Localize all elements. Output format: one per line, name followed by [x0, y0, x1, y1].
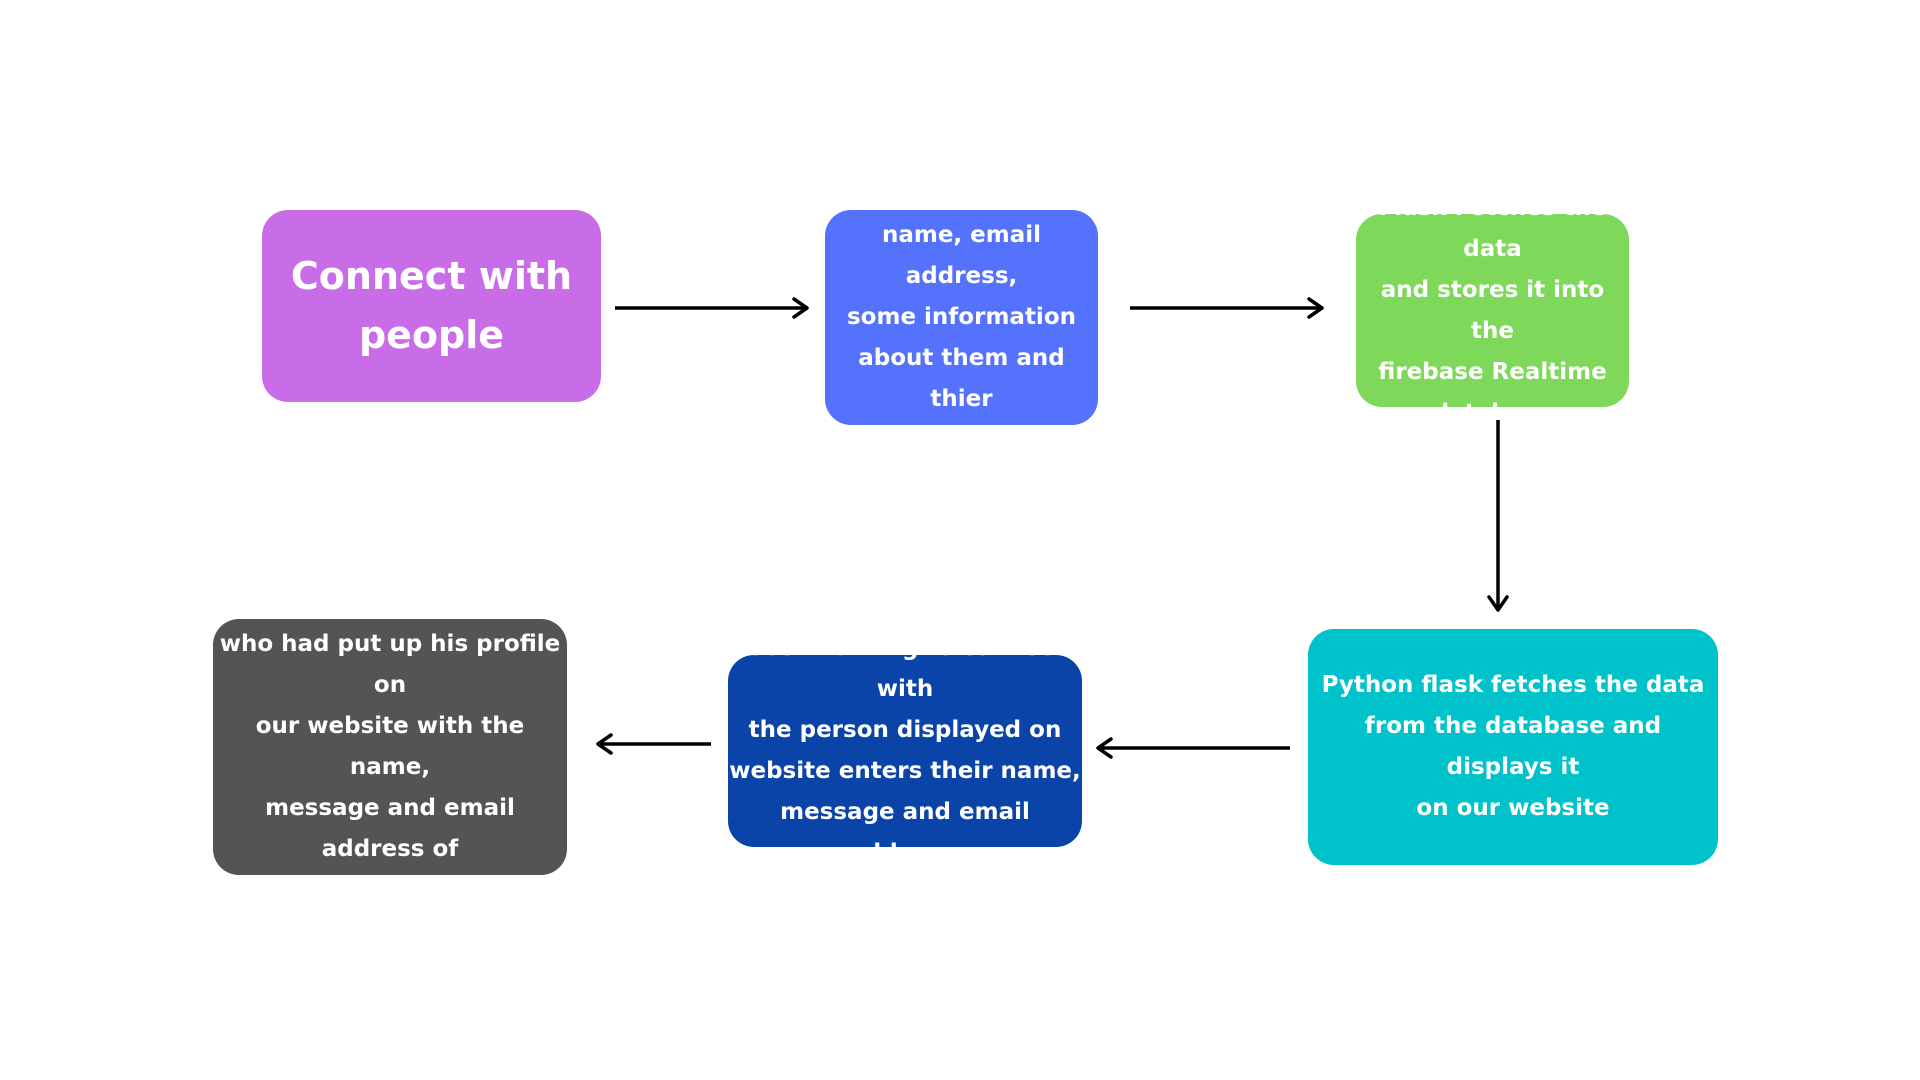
node-label: An Email is sent to the person who had p… — [219, 549, 561, 944]
node-flask-stores-data: Flask Fetches the data and stores it int… — [1356, 195, 1629, 426]
node-label: User wanting to connect with the person … — [729, 635, 1081, 866]
node-label: Connect with people — [290, 254, 573, 357]
node-email-sent: An Email is sent to the person who had p… — [213, 549, 567, 944]
arrow-n3-n4 — [1487, 420, 1509, 612]
arrow-n1-n2 — [615, 297, 809, 319]
node-python-flask-displays: Python flask fetches the data from the d… — [1308, 629, 1718, 865]
arrow-n4-n5 — [1096, 737, 1290, 759]
node-user-enters-info: User enters their name, email address, s… — [825, 181, 1098, 453]
node-label: Flask Fetches the data and stores it int… — [1378, 194, 1607, 426]
node-label: Python flask fetches the data from the d… — [1321, 672, 1705, 821]
arrow-n2-n3 — [1130, 297, 1324, 319]
node-label: User enters their name, email address, s… — [846, 181, 1077, 453]
node-user-wanting-to-connect: User wanting to connect with the person … — [728, 635, 1082, 866]
node-connect-with-people: Connect with people — [262, 210, 601, 402]
arrow-n5-n6 — [596, 733, 711, 755]
